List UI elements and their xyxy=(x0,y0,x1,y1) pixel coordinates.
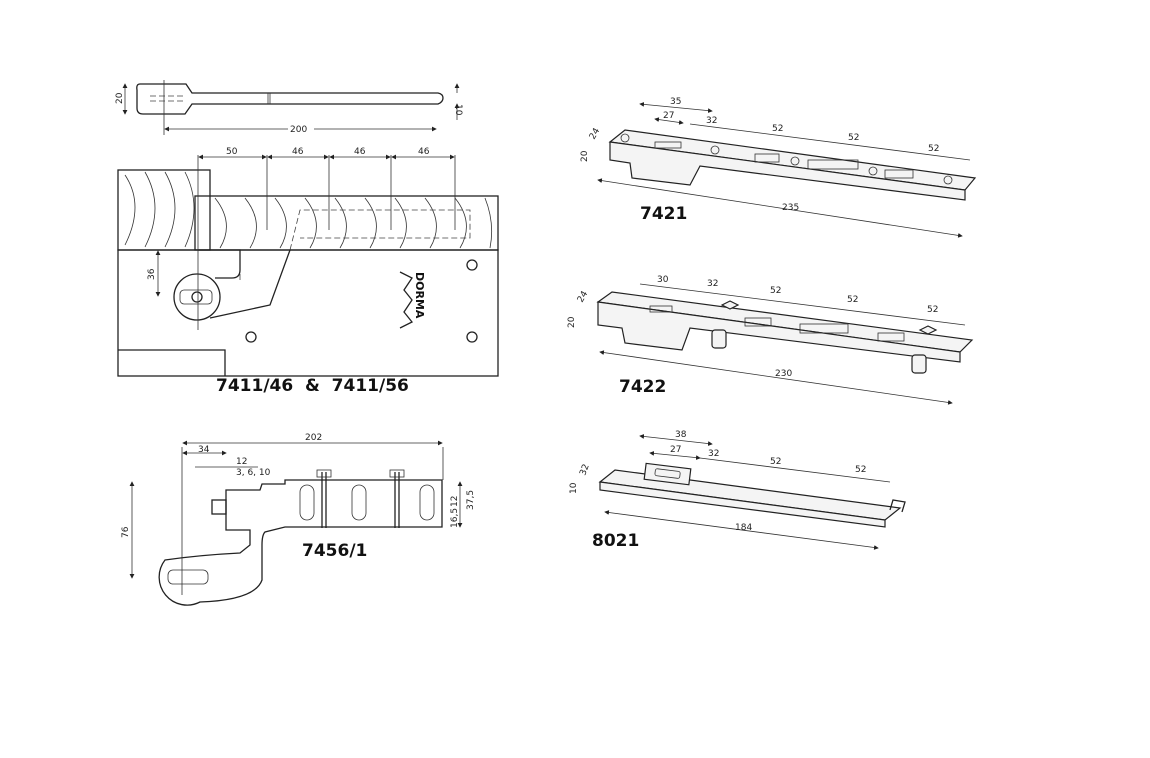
dim-52-b: 52 xyxy=(855,465,866,475)
dim-12-side: 12 xyxy=(450,496,460,507)
plate-7422-drawing: 30 32 52 52 52 24 20 230 7422 xyxy=(567,275,974,405)
part-label-7421: 7421 xyxy=(640,204,687,224)
arm-7411-drawing: 20 10 200 xyxy=(115,80,463,135)
dim-46-c: 46 xyxy=(418,147,430,157)
dim-30: 30 xyxy=(657,275,669,285)
dim-24: 24 xyxy=(576,289,591,304)
arm-7456-drawing: 202 34 12 3, 6, 10 76 12 37,5 16,5 7456/… xyxy=(121,433,476,606)
dim-27: 27 xyxy=(663,111,674,121)
dim-24: 24 xyxy=(588,126,603,141)
dim-202: 202 xyxy=(305,433,322,443)
dim-230: 230 xyxy=(775,369,792,379)
svg-text:DORMA: DORMA xyxy=(413,272,426,319)
dim-46-b: 46 xyxy=(354,147,366,157)
dim-32: 32 xyxy=(706,116,717,126)
dim-37-5: 37,5 xyxy=(466,490,476,510)
dim-52-a: 52 xyxy=(772,124,783,134)
dorma-logo: DORMA xyxy=(399,271,426,329)
dim-36: 36 xyxy=(147,268,157,280)
dim-52-c: 52 xyxy=(928,144,939,154)
dim-34: 34 xyxy=(198,445,210,455)
part-label-8021: 8021 xyxy=(592,531,639,551)
closer-7411-drawing: 50 46 46 46 36 DORMA 7411/46 & 7411/56 xyxy=(117,147,499,396)
dim-32: 32 xyxy=(708,449,719,459)
dim-10: 10 xyxy=(453,104,463,116)
dim-235: 235 xyxy=(782,203,799,213)
dim-46-a: 46 xyxy=(292,147,304,157)
dim-32: 32 xyxy=(707,279,718,289)
part-label-7456: 7456/1 xyxy=(302,541,367,561)
dim-32: 32 xyxy=(578,463,591,477)
dim-27: 27 xyxy=(670,445,681,455)
part-label-7411: 7411/46 & 7411/56 xyxy=(216,376,409,396)
dim-52-b: 52 xyxy=(848,133,859,143)
plate-7421-drawing: 35 27 32 52 52 52 24 20 235 7421 xyxy=(580,97,977,238)
dim-16-5: 16,5 xyxy=(450,508,460,528)
dim-184: 184 xyxy=(735,523,752,533)
dim-10: 10 xyxy=(569,482,579,494)
dim-52-b: 52 xyxy=(847,295,858,305)
dim-38: 38 xyxy=(675,430,687,440)
dim-50: 50 xyxy=(226,147,238,157)
dim-52-a: 52 xyxy=(770,286,781,296)
plate-8021-drawing: 38 27 32 52 52 32 10 184 8021 xyxy=(569,430,906,551)
dim-12-top: 12 xyxy=(236,457,247,467)
dim-52-a: 52 xyxy=(770,457,781,467)
dim-20: 20 xyxy=(115,92,125,104)
dim-200: 200 xyxy=(290,125,307,135)
part-label-7422: 7422 xyxy=(619,377,666,397)
dim-52-c: 52 xyxy=(927,305,938,315)
dim-20: 20 xyxy=(567,316,577,328)
dim-76: 76 xyxy=(121,526,131,538)
dim-20: 20 xyxy=(580,150,590,162)
dim-35: 35 xyxy=(670,97,681,107)
dim-3-6-10: 3, 6, 10 xyxy=(236,468,271,478)
